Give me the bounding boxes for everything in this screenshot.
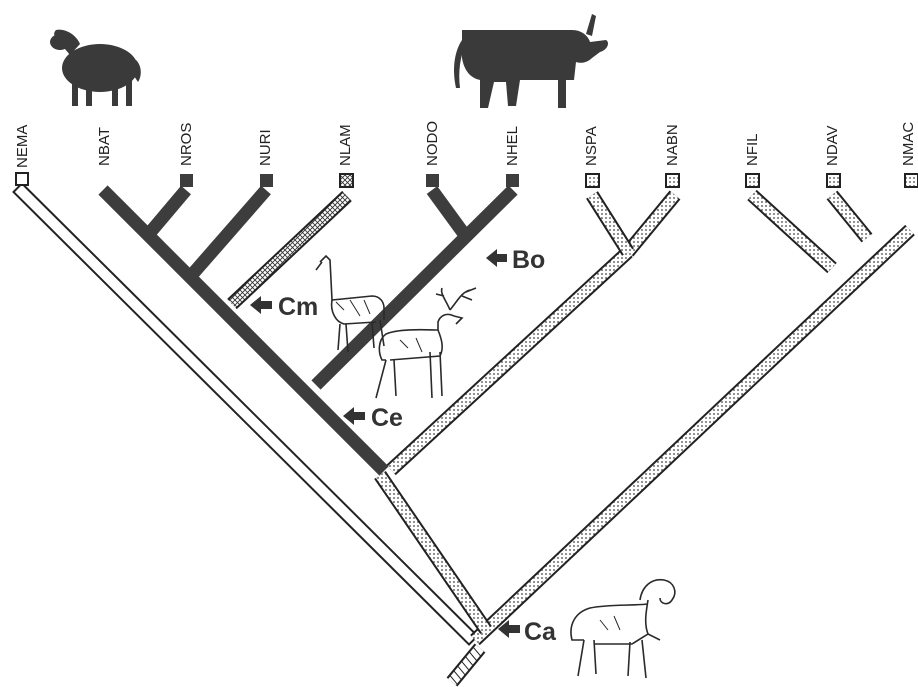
- clade-label-bo: Bo: [512, 246, 545, 274]
- taxon-nbat: NBAT: [96, 127, 113, 166]
- taxon-label-nmac: NMAC: [900, 122, 917, 166]
- marker-filled: [426, 174, 439, 187]
- clade-cm: Cm: [250, 293, 318, 321]
- clade-label-ca: Ca: [524, 618, 557, 646]
- taxon-nuri: NURI: [257, 129, 274, 187]
- taxon-nfil: NFIL: [744, 133, 761, 187]
- marker-filled: [180, 174, 193, 187]
- taxon-nspa: NSPA: [583, 126, 600, 187]
- marker-dotted: [827, 174, 840, 187]
- taxon-label-nbat: NBAT: [96, 127, 113, 166]
- taxon-label-nabn: NABN: [664, 124, 681, 166]
- clade-bo: Bo: [486, 246, 545, 274]
- taxon-label-nodo: NODO: [424, 121, 441, 166]
- taxon-nlam: NLAM: [337, 124, 354, 187]
- marker-open: [16, 173, 28, 185]
- llama-drawing-icon: [316, 256, 384, 352]
- sheep-silhouette-icon: [50, 30, 141, 106]
- arrow-left-icon: [250, 296, 272, 314]
- taxon-nabn: NABN: [664, 124, 681, 187]
- ram-drawing-icon: [571, 580, 675, 678]
- marker-dotted: [905, 174, 918, 187]
- cattle-silhouette-icon: [454, 14, 608, 108]
- taxon-nema: NEMA: [14, 125, 31, 185]
- branch-dotted-mid: [391, 195, 675, 470]
- marker-filled: [506, 174, 519, 187]
- taxon-nros: NROS: [178, 123, 195, 187]
- marker-dotted: [666, 174, 679, 187]
- taxon-nodo: NODO: [424, 121, 441, 187]
- taxon-label-nhel: NHEL: [504, 126, 521, 166]
- branch-nspa: [592, 195, 628, 252]
- branch-ndav: [832, 195, 867, 238]
- branch-dotted-main: [475, 230, 910, 640]
- clade-label-cm: Cm: [278, 293, 318, 321]
- taxon-label-ndav: NDAV: [824, 125, 841, 166]
- taxon-label-nspa: NSPA: [583, 126, 600, 166]
- taxon-label-nlam: NLAM: [337, 124, 354, 166]
- taxon-ndav: NDAV: [824, 125, 841, 187]
- clade-ca: Ca: [498, 618, 557, 646]
- taxon-nmac: NMAC: [900, 122, 918, 187]
- taxon-labels: NEMA NBAT NROS NURI NLAM NODO NHEL NSPA: [14, 121, 918, 187]
- taxon-label-nema: NEMA: [14, 125, 31, 168]
- taxon-label-nfil: NFIL: [744, 133, 761, 166]
- arrow-left-icon: [486, 249, 507, 267]
- taxon-nhel: NHEL: [504, 126, 521, 187]
- taxon-label-nros: NROS: [178, 123, 195, 166]
- clade-label-ce: Ce: [371, 404, 403, 432]
- taxon-label-nuri: NURI: [257, 129, 274, 166]
- marker-dotted: [586, 174, 599, 187]
- branch-nfil: [752, 195, 832, 268]
- tree-branches: [22, 190, 910, 682]
- clade-ce: Ce: [343, 404, 403, 432]
- marker-filled: [260, 174, 273, 187]
- root-stub: [452, 648, 480, 682]
- marker-hatched: [340, 174, 353, 187]
- marker-dotted: [746, 174, 759, 187]
- arrow-left-icon: [343, 407, 365, 425]
